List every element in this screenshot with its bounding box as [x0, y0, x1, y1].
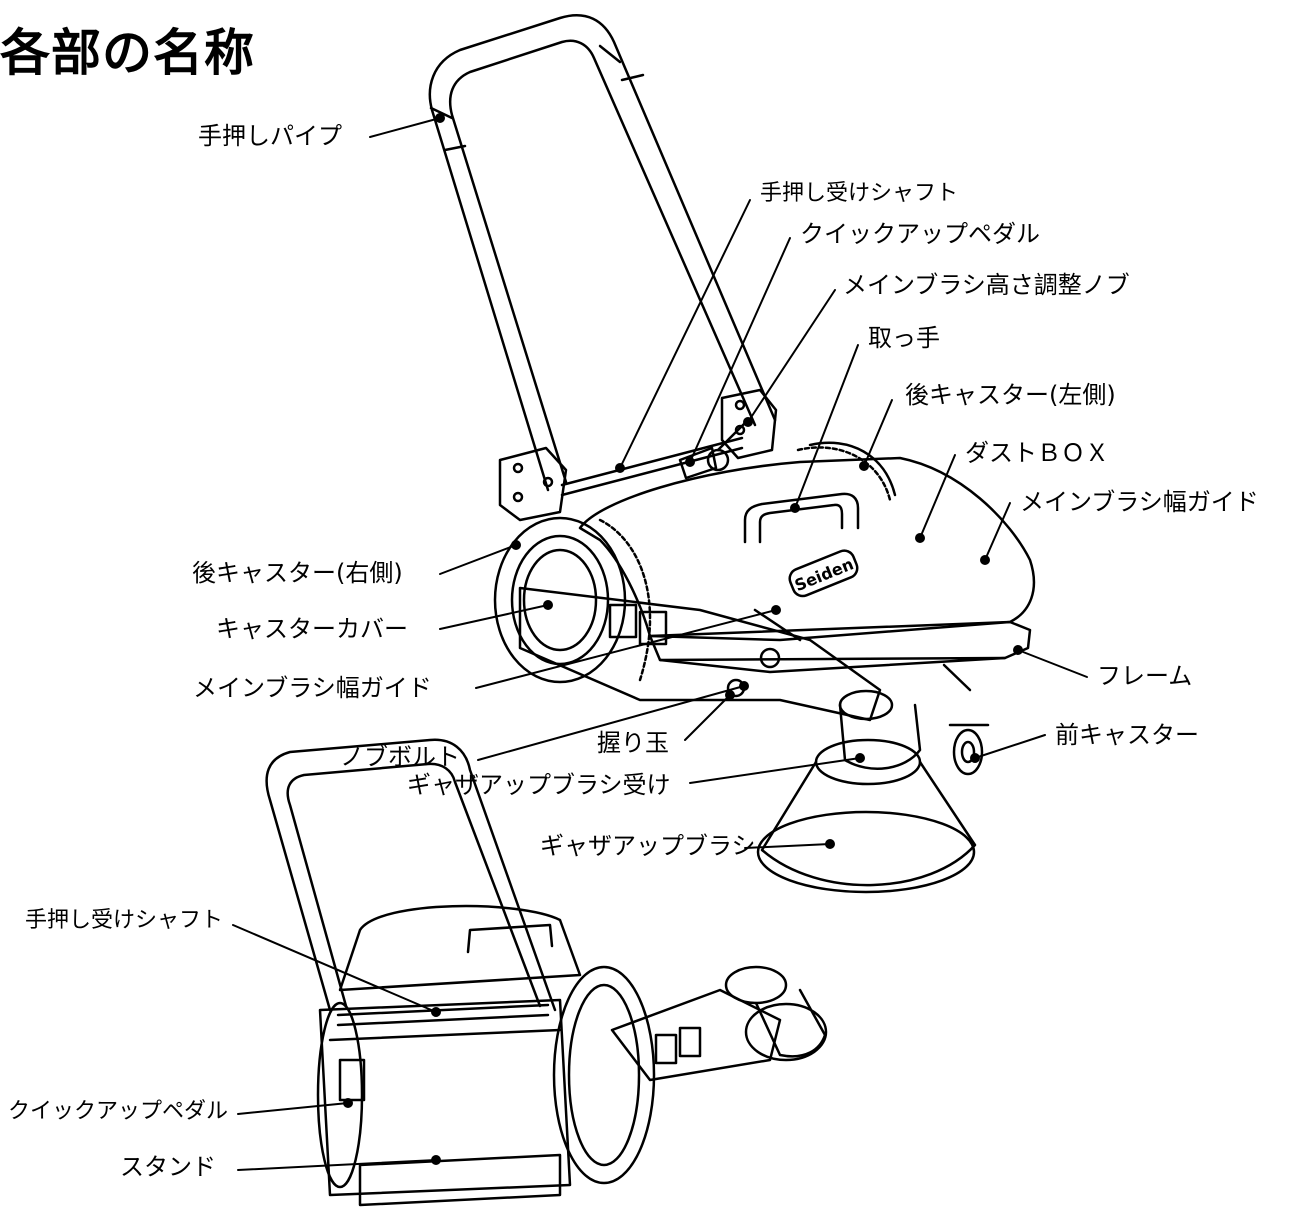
label-grip-ball: 握り玉 — [597, 729, 669, 757]
label-caster-cover: キャスターカバー — [216, 615, 408, 643]
label-main-brush-height-knob: メインブラシ高さ調整ノブ — [843, 271, 1130, 299]
label-main-brush-width-guide-right: メインブラシ幅ガイド — [1020, 488, 1259, 516]
push-pipe-shape — [428, 14, 777, 492]
label-push-shaft: 手押し受けシャフト — [760, 181, 959, 206]
knob-bolt-shape — [759, 647, 781, 669]
label-handle: 取っ手 — [868, 324, 940, 352]
label-push-pipe: 手押しパイプ — [198, 122, 342, 150]
leader-lines — [232, 117, 1088, 1171]
label-rear-caster-left: 後キャスター(左側) — [905, 381, 1116, 409]
dust-box-shape — [578, 456, 1036, 642]
label-knob-bolt: ノブボルト — [340, 743, 460, 771]
label-main-brush-width-guide-left: メインブラシ幅ガイド — [193, 674, 432, 702]
label-frame: フレーム — [1097, 662, 1193, 690]
front-caster-shape — [942, 663, 990, 776]
label-rear-quick-up-pedal: クイックアップペダル — [8, 1099, 229, 1124]
rear-push-shaft-shape — [336, 1003, 550, 1017]
label-dust-box: ダストＢＯＸ — [965, 439, 1109, 467]
gather-brush-shape — [756, 689, 977, 894]
rear-stand-shape — [358, 1153, 562, 1207]
label-gather-brush-holder: ギャザアップブラシ受け — [407, 771, 671, 799]
rear-view-sweeper — [265, 738, 828, 1207]
carry-handle-shape — [743, 492, 860, 544]
label-stand: スタンド — [120, 1153, 216, 1181]
label-rear-caster-right: 後キャスター(右側) — [192, 559, 403, 587]
label-rear-push-shaft: 手押し受けシャフト — [25, 908, 224, 933]
page-title: 各部の名称 — [0, 24, 255, 82]
rear-caster-left-shape — [796, 441, 897, 502]
side-arm-shape — [518, 586, 882, 722]
label-quick-up-pedal: クイックアップペダル — [800, 220, 1040, 248]
logo-badge — [788, 549, 859, 598]
right-side-plate — [720, 388, 778, 460]
leader-dots — [343, 113, 1023, 1165]
left-side-plate — [498, 446, 568, 522]
label-gather-brush: ギャザアップブラシ — [540, 832, 756, 860]
push-shaft-shape — [560, 436, 744, 487]
label-front-caster: 前キャスター — [1055, 721, 1199, 749]
